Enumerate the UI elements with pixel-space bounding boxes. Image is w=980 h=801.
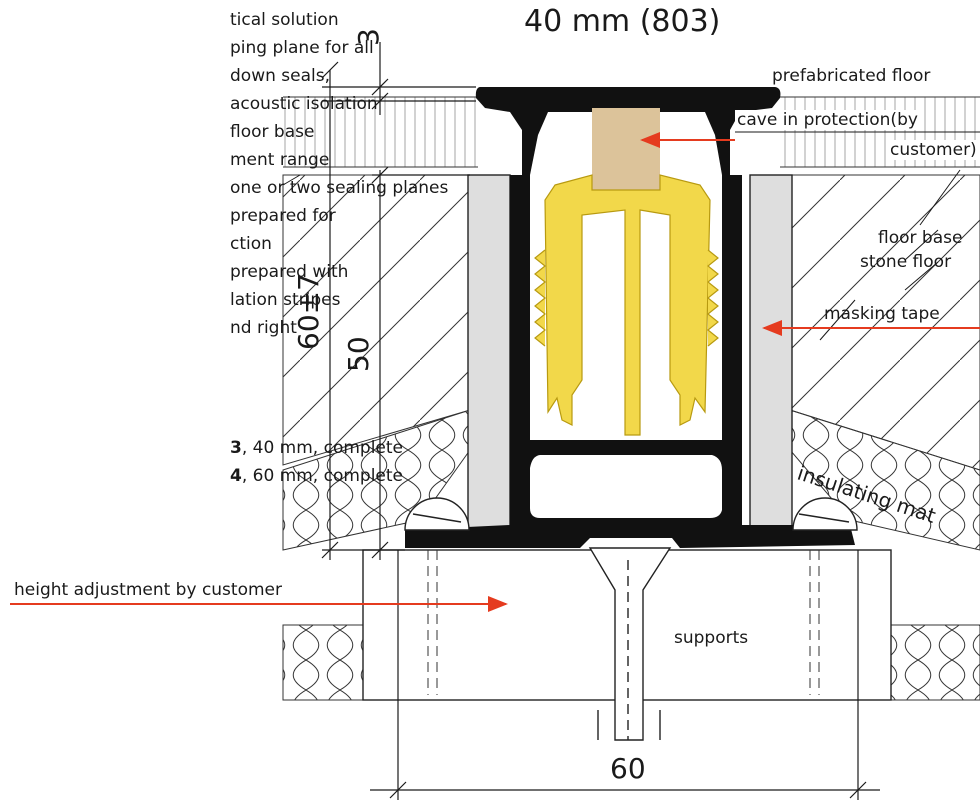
label-prefabricated-floor: prefabricated floor	[770, 66, 933, 86]
dimension-left-inner: 50	[342, 336, 375, 372]
center-screw	[588, 547, 672, 741]
screw-left	[404, 497, 470, 531]
masking-tape-right	[749, 174, 793, 531]
feature-item: down seals,	[230, 66, 330, 86]
label-height-adjustment: height adjustment by customer	[14, 580, 282, 600]
yellow-insert	[534, 174, 719, 436]
insulating-mat-bottom-left	[282, 624, 364, 701]
cave-protection	[592, 108, 660, 190]
feature-item: floor base	[230, 122, 315, 142]
masking-tape-left	[467, 174, 511, 531]
dimension-lines	[321, 42, 880, 800]
order-code-1: 3, 40 mm, complete	[230, 438, 403, 458]
feature-item: ping plane for all	[230, 38, 374, 58]
dimension-bottom: 60	[610, 752, 646, 785]
label-cave-protection: cave in protection(by	[735, 110, 920, 130]
diagram-title: 40 mm (803)	[524, 4, 721, 39]
red-arrows	[10, 132, 980, 612]
leader-lines	[282, 169, 961, 341]
dimension-left-total: 60±7	[292, 273, 325, 350]
dimension-top: 3	[352, 28, 385, 46]
feature-item: acoustic isolation	[230, 94, 378, 114]
feature-item: one or two sealing planes	[230, 178, 449, 198]
feature-item: prepared with	[230, 262, 349, 282]
feature-item: lation stripes	[230, 290, 341, 310]
order-code-number: 4	[230, 466, 242, 486]
feature-item: prepared for	[230, 206, 336, 226]
label-supports: supports	[674, 628, 749, 648]
label-floor-base: floor base	[878, 228, 963, 248]
insulating-mat-bottom-right	[889, 624, 980, 701]
order-code-text: , 40 mm, complete	[241, 438, 404, 458]
order-code-2: 4, 60 mm, complete	[230, 466, 403, 486]
feature-item: nd right	[230, 318, 297, 338]
screw-right	[792, 497, 858, 531]
feature-item: tical solution	[230, 10, 339, 30]
label-cave-protection-cont: customer)	[888, 140, 979, 160]
label-masking-tape: masking tape	[824, 304, 940, 324]
profile-lower-chamber	[530, 455, 722, 518]
label-stone-floor: stone floor	[860, 252, 952, 272]
order-code-text: , 60 mm, complete	[241, 466, 404, 486]
order-code-number: 3	[230, 438, 242, 458]
feature-item: ment range	[230, 150, 330, 170]
feature-item: ction	[230, 234, 272, 254]
